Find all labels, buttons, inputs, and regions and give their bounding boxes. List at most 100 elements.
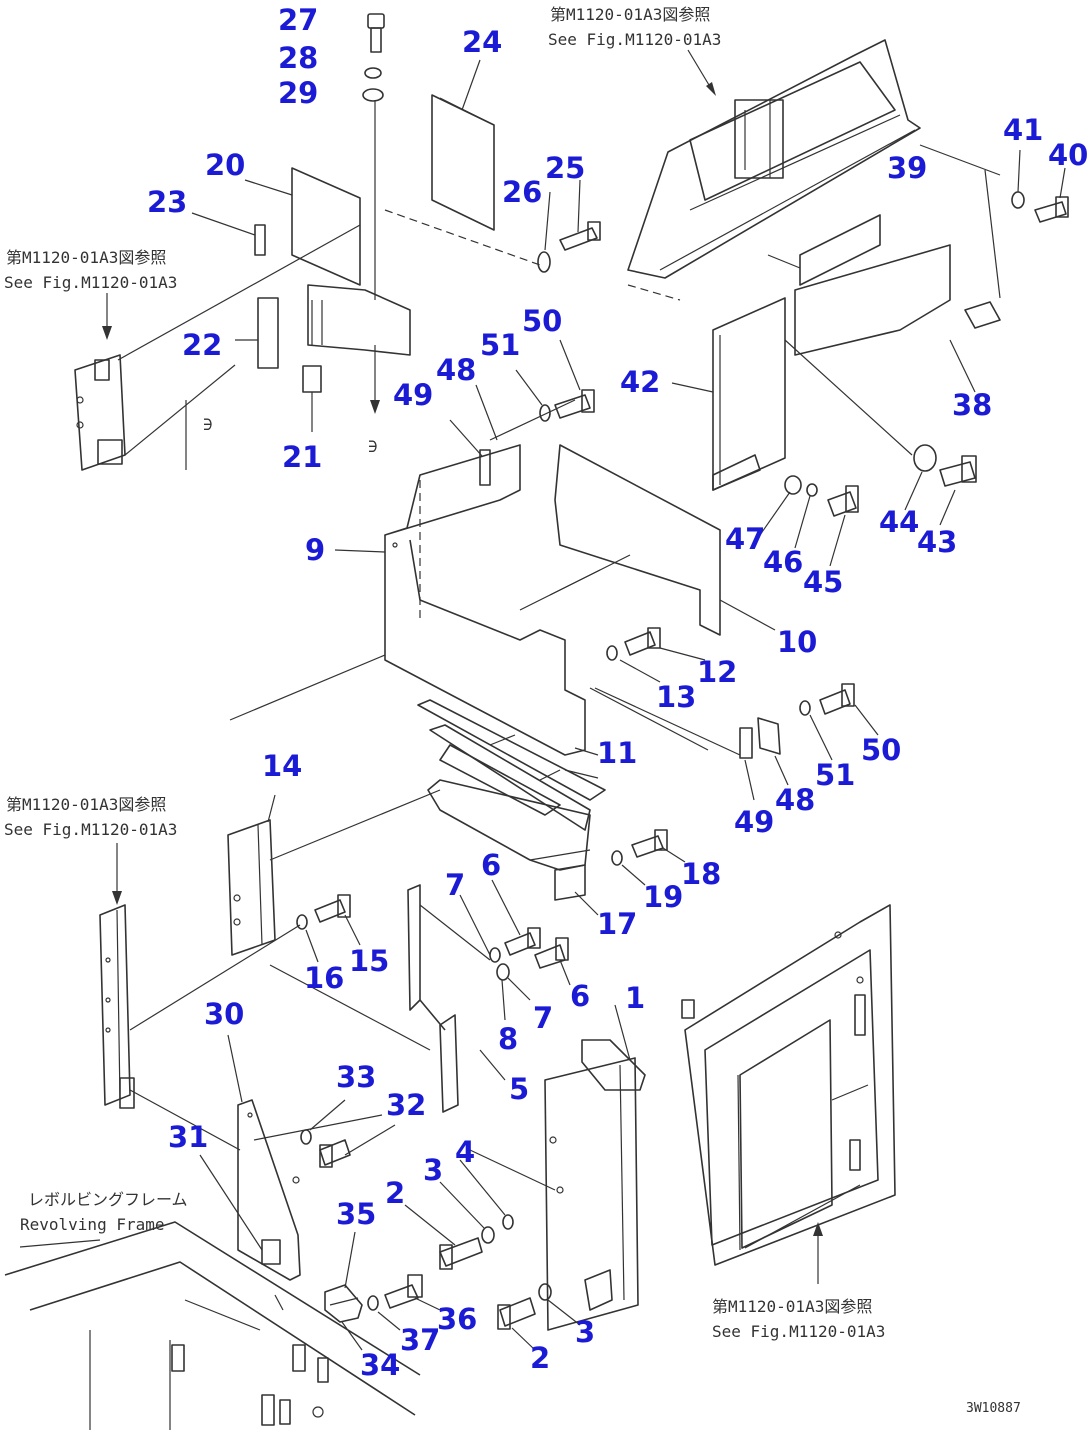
panel-9 <box>229 444 586 756</box>
callout-p1: 1 <box>625 981 645 1015</box>
callout-p31: 31 <box>168 1120 208 1154</box>
note-bottom-jp: 第M1120-01A3図参照 <box>712 1297 872 1316</box>
panel-38 <box>794 144 1001 393</box>
note-bottom-en: See Fig.M1120-01A3 <box>712 1322 885 1341</box>
callout-p25: 25 <box>545 151 585 185</box>
bolt-12-13 <box>606 627 706 683</box>
callout-p51a: 51 <box>480 328 520 362</box>
panel-42 <box>671 297 786 491</box>
revolving-frame <box>4 1221 421 1430</box>
plate-14 <box>227 794 276 956</box>
callout-p49b: 49 <box>734 805 774 839</box>
reference-arrows <box>19 49 823 1284</box>
bolt-2-3-lower <box>497 1283 581 1351</box>
callout-p19: 19 <box>643 880 683 914</box>
parts-21-22-23 <box>191 212 322 432</box>
callout-p17: 17 <box>597 907 637 941</box>
note-top-en: See Fig.M1120-01A3 <box>548 30 721 49</box>
svg-text:∋: ∋ <box>203 415 213 434</box>
plate-24 <box>431 59 495 231</box>
svg-text:∋: ∋ <box>368 437 378 456</box>
callout-p6b: 6 <box>570 979 590 1013</box>
floor-plate-11 <box>417 687 709 831</box>
bolt-43-44 <box>784 339 977 526</box>
callout-p8: 8 <box>498 1022 518 1056</box>
callout-p22: 22 <box>182 328 222 362</box>
bracket-5 <box>407 884 506 1113</box>
bolt-48-51-upper <box>449 339 595 486</box>
callout-p9: 9 <box>305 533 325 567</box>
callout-p38: 38 <box>952 388 992 422</box>
callout-p35: 35 <box>336 1197 376 1231</box>
callout-p48b: 48 <box>775 783 815 817</box>
note-left2-en: See Fig.M1120-01A3 <box>4 820 177 839</box>
callout-p49a: 49 <box>393 378 433 412</box>
callout-p47: 47 <box>725 522 765 556</box>
callout-p6a: 6 <box>481 848 501 882</box>
callout-p26: 26 <box>502 175 542 209</box>
callout-p36: 36 <box>437 1302 477 1336</box>
bolt-15-16 <box>296 894 361 963</box>
callout-p32: 32 <box>386 1088 426 1122</box>
callout-p29: 29 <box>278 76 318 110</box>
note-left2-jp: 第M1120-01A3図参照 <box>6 795 166 814</box>
callout-p21: 21 <box>282 440 322 474</box>
callout-p7a: 7 <box>445 868 465 902</box>
callout-p44: 44 <box>879 505 919 539</box>
plate-34-35 <box>324 1231 441 1351</box>
cover-1 <box>544 1004 646 1331</box>
callout-p23: 23 <box>147 185 187 219</box>
callout-p42: 42 <box>620 365 660 399</box>
bolt-25-26 <box>384 179 601 273</box>
callout-p3a: 3 <box>423 1153 443 1187</box>
bolt-18-19 <box>611 829 686 886</box>
callout-p45: 45 <box>803 565 843 599</box>
panel-10 <box>519 444 776 636</box>
bolt-32-33 <box>300 1099 396 1168</box>
callout-p2b: 2 <box>530 1341 550 1375</box>
note-left1-en: See Fig.M1120-01A3 <box>4 273 177 292</box>
note-left1-jp: 第M1120-01A3図参照 <box>6 248 166 267</box>
callout-p18: 18 <box>681 857 721 891</box>
callout-p50a: 50 <box>522 304 562 338</box>
callout-p20: 20 <box>205 148 245 182</box>
callout-p37: 37 <box>400 1323 440 1357</box>
callout-p34: 34 <box>360 1348 400 1382</box>
plate-30-31 <box>199 1034 383 1281</box>
callout-p40: 40 <box>1048 138 1088 172</box>
callout-p15: 15 <box>349 944 389 978</box>
callout-p13: 13 <box>656 680 696 714</box>
callout-p5: 5 <box>509 1072 529 1106</box>
callout-p24: 24 <box>462 25 502 59</box>
callout-p41: 41 <box>1003 113 1043 147</box>
left-hinge: ∋ ∋ <box>74 224 378 471</box>
callout-p2a: 2 <box>385 1176 405 1210</box>
bolt-27 <box>362 13 385 414</box>
callout-p28: 28 <box>278 41 318 75</box>
plate-17 <box>269 779 599 916</box>
callout-p51b: 51 <box>815 758 855 792</box>
callout-p30: 30 <box>204 997 244 1031</box>
bracket-20 <box>244 167 411 356</box>
callout-p39: 39 <box>887 151 927 185</box>
callout-p27: 27 <box>278 3 318 37</box>
callout-p33: 33 <box>336 1060 376 1094</box>
callout-p46: 46 <box>763 545 803 579</box>
callout-p3b: 3 <box>575 1315 595 1349</box>
callout-p16: 16 <box>304 961 344 995</box>
housing-39 <box>627 39 921 301</box>
note-frame-jp: レボルビングフレーム <box>28 1190 188 1209</box>
callout-p43: 43 <box>917 525 957 559</box>
bolt-45-46-47 <box>759 475 859 567</box>
callout-p50b: 50 <box>861 733 901 767</box>
drawing-id: 3W10887 <box>966 1401 1021 1416</box>
bolt-6-7-8 <box>489 879 571 1021</box>
callout-p4: 4 <box>455 1135 475 1169</box>
left-column <box>99 904 431 1151</box>
callout-p11: 11 <box>597 736 637 770</box>
callout-p14: 14 <box>262 749 302 783</box>
callout-p10: 10 <box>777 625 817 659</box>
callout-p12: 12 <box>697 655 737 689</box>
bolt-48-51-lower <box>594 683 879 801</box>
